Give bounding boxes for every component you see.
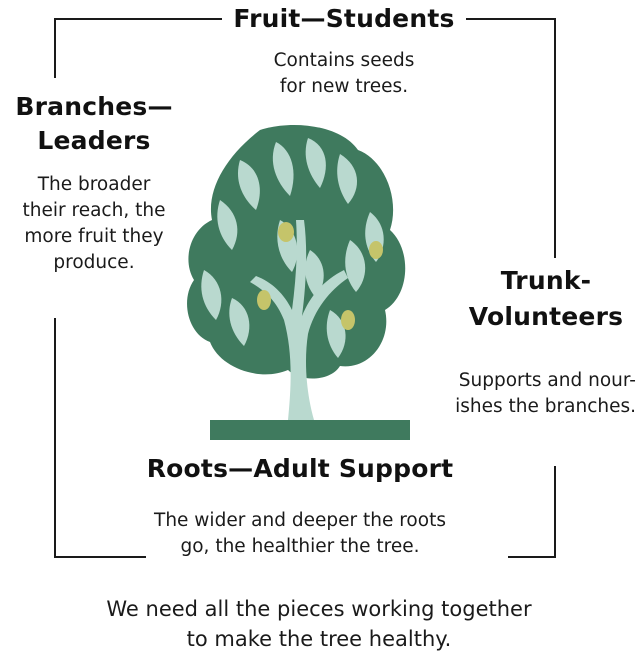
fruit-icon	[369, 241, 383, 259]
roots-label: Roots—Adult Support	[130, 454, 470, 484]
branches-desc-line-3: more fruit they	[24, 226, 164, 247]
fruit-title: Fruit—Students	[233, 4, 455, 33]
trunk-title-line-1: Trunk-	[500, 266, 592, 295]
tree-illustration	[187, 124, 410, 440]
footer-text: We need all the pieces working together …	[0, 594, 638, 654]
branches-title-line-2: Leaders	[37, 126, 151, 155]
branches-desc-line-4: produce.	[53, 252, 135, 273]
frame-left-top-line	[54, 18, 56, 78]
trunk-desc-line-1: Supports and nour-	[458, 370, 636, 391]
footer-line-1: We need all the pieces working together	[106, 597, 532, 621]
frame-top-right-line	[466, 18, 556, 20]
roots-title: Roots—Adult Support	[146, 454, 454, 483]
trunk-desc-line-2: ishes the branches.	[455, 396, 636, 417]
frame-right-top-line	[554, 18, 556, 258]
footer-line-2: to make the tree healthy.	[186, 627, 452, 651]
branches-title-line-1: Branches—	[15, 92, 173, 121]
frame-bottom-left-line	[54, 556, 146, 558]
fruits	[257, 222, 383, 330]
frame-top-left-line	[54, 18, 222, 20]
trunk	[250, 220, 348, 420]
fruit-label: Fruit—Students Contains seeds for new tr…	[224, 4, 464, 100]
roots-desc-line-1: The wider and deeper the roots	[154, 510, 446, 531]
fruit-icon	[341, 310, 355, 330]
branches-desc-line-1: The broader	[37, 174, 151, 195]
trunk-title-line-2: Volunteers	[468, 302, 624, 331]
fruit-desc-line-1: Contains seeds	[273, 50, 415, 71]
roots-desc: The wider and deeper the roots go, the h…	[130, 508, 470, 560]
trunk-label: Trunk- Volunteers	[454, 266, 638, 332]
fruit-icon	[278, 222, 294, 242]
branches-label: Branches— Leaders The broader their reac…	[4, 92, 184, 276]
frame-left-bottom-line	[54, 318, 56, 558]
ground	[210, 420, 410, 440]
frame-right-bottom-line	[554, 466, 556, 558]
frame-bottom-right-line	[508, 556, 556, 558]
fruit-icon	[257, 290, 271, 310]
roots-desc-line-2: go, the healthier the tree.	[180, 536, 420, 557]
fruit-desc-line-2: for new trees.	[279, 76, 409, 97]
branches-desc-line-2: their reach, the	[22, 200, 166, 221]
trunk-desc: Supports and nour- ishes the branches.	[404, 368, 636, 420]
